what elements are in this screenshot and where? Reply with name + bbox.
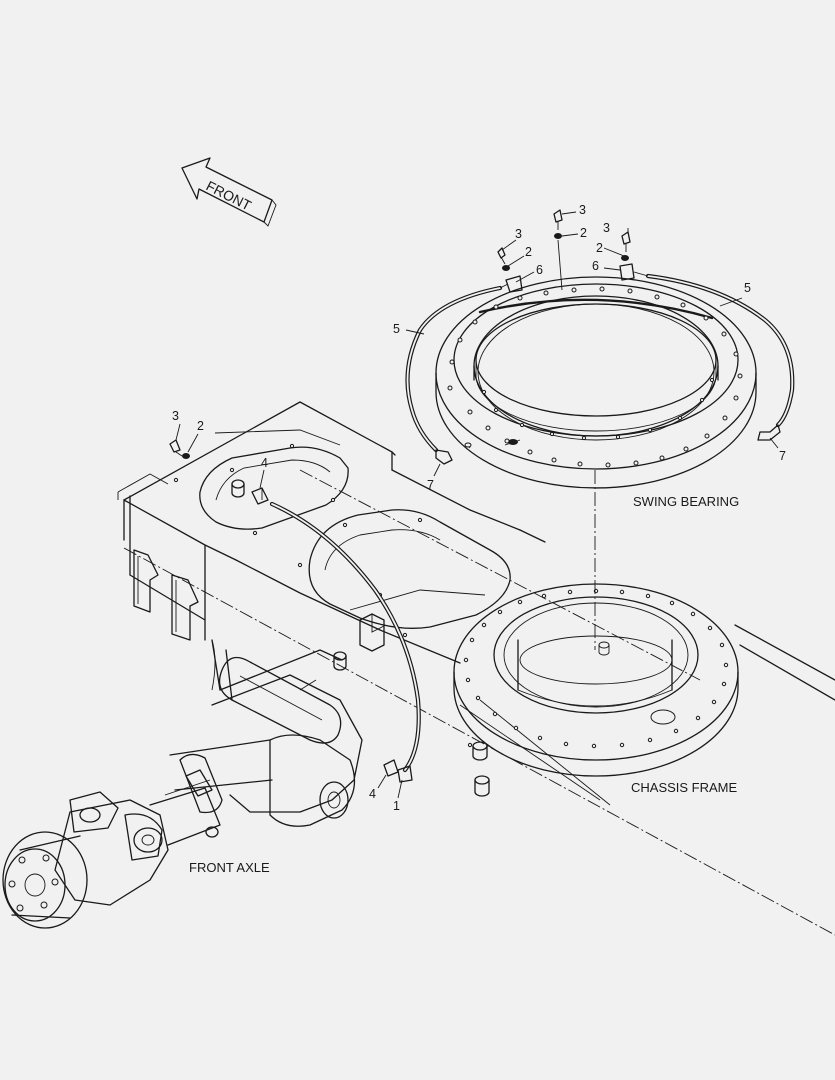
callout-3: 3 (515, 227, 522, 241)
swing-bearing-label: SWING BEARING (633, 494, 739, 509)
fitting-group (169, 209, 781, 783)
callout-2: 2 (197, 419, 204, 433)
callout-4: 4 (261, 456, 268, 470)
callout-3: 3 (579, 203, 586, 217)
callout-1: 1 (393, 799, 400, 813)
callout-7: 7 (779, 449, 786, 463)
callout-2: 2 (596, 241, 603, 255)
hose-left-swing (405, 285, 503, 453)
callout-5: 5 (744, 281, 751, 295)
front-axle (2, 639, 363, 929)
callout-2: 2 (525, 245, 532, 259)
callout-6: 6 (536, 263, 543, 277)
chassis-ring-mount (453, 583, 739, 777)
callout-7: 7 (427, 478, 434, 492)
callout-3: 3 (172, 409, 179, 423)
front-axle-label: FRONT AXLE (189, 860, 270, 875)
chassis-frame-label: CHASSIS FRAME (631, 780, 738, 795)
callout-3: 3 (603, 221, 610, 235)
frame-bushing (231, 479, 490, 797)
swing-bearing (435, 276, 757, 650)
callout-5: 5 (393, 322, 400, 336)
callout-4: 4 (369, 787, 376, 801)
chassis-frame (117, 401, 835, 936)
callout-2: 2 (580, 226, 587, 240)
front-direction-arrow: FRONT (181, 157, 277, 227)
callout-6: 6 (592, 259, 599, 273)
callout-numbers: 3 2 6 3 2 3 2 6 5 5 7 7 3 2 4 4 1 (172, 203, 786, 813)
hose-front-axle (269, 501, 421, 773)
leader-lines (175, 211, 779, 799)
hose-right-swing (645, 273, 795, 428)
